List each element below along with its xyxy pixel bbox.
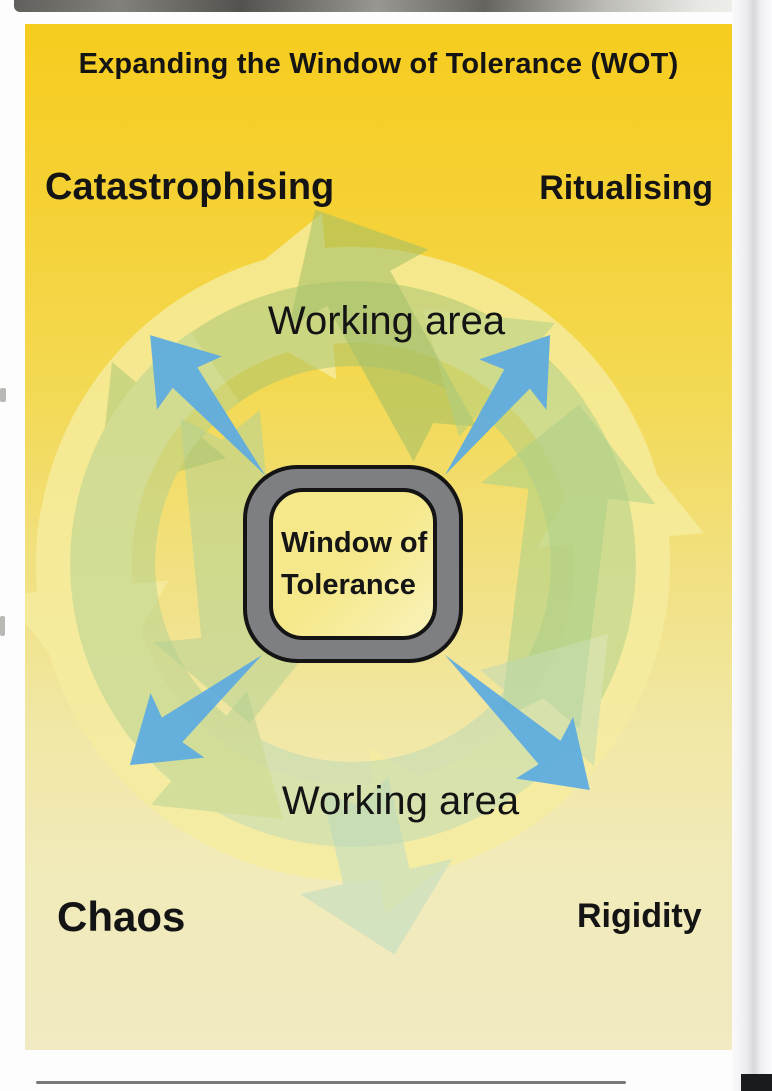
diagram-page: Expanding the Window of Tolerance (WOT) … xyxy=(25,24,732,1050)
window-of-tolerance-label: Window of Tolerance xyxy=(269,488,437,640)
blue-arrow-top-left xyxy=(150,335,265,475)
blue-arrow-bottom-left xyxy=(129,655,262,766)
blue-arrow-top-right xyxy=(445,335,551,475)
wot-line1: Window of xyxy=(281,526,428,559)
wot-line2: Tolerance xyxy=(281,569,416,601)
label-catastrophising: Catastrophising xyxy=(45,166,335,208)
page-title: Expanding the Window of Tolerance (WOT) xyxy=(78,48,679,80)
radiating-blue-arrows xyxy=(129,335,590,791)
scan-artifact-top-edge xyxy=(14,0,772,12)
scan-speck xyxy=(0,388,6,402)
window-of-tolerance-box: Window of Tolerance xyxy=(243,465,463,663)
label-working-area-bottom: Working area xyxy=(281,779,520,823)
scan-speck xyxy=(0,616,5,636)
scan-artifact-bottom-line xyxy=(36,1081,626,1084)
scan-artifact-right-margin xyxy=(732,0,772,1091)
cycle-diagram-graphic xyxy=(25,24,732,1050)
blue-arrow-bottom-right xyxy=(445,655,590,791)
scan-artifact-bottom-right-corner xyxy=(741,1074,772,1091)
label-chaos: Chaos xyxy=(57,893,186,940)
label-rigidity: Rigidity xyxy=(577,897,702,935)
label-working-area-top: Working area xyxy=(267,299,506,343)
label-ritualising: Ritualising xyxy=(539,169,713,207)
